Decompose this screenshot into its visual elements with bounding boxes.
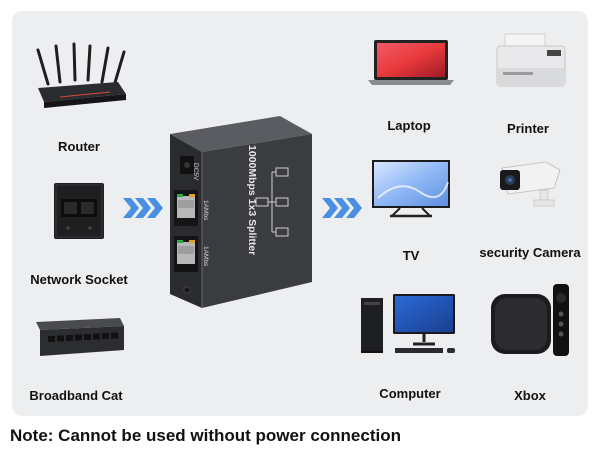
output-label-tv: TV <box>402 248 420 263</box>
port-label-1: 1AMbs <box>202 200 209 221</box>
output-label-xbox: Xbox <box>514 388 546 403</box>
input-label-broadband-cat: Broadband Cat <box>29 388 123 403</box>
footer-note: Note: Cannot be used without power conne… <box>10 426 401 445</box>
input-label-network-socket: Network Socket <box>30 272 128 287</box>
splitter-device <box>170 116 312 308</box>
input-label-router: Router <box>58 139 100 154</box>
output-label-laptop: Laptop <box>387 118 431 133</box>
port-label-dc: DC5V <box>192 163 199 181</box>
printer-icon <box>496 33 566 87</box>
tv-icon <box>372 160 450 218</box>
router-icon <box>36 42 126 108</box>
output-label-security-camera: security Camera <box>479 245 581 260</box>
security-camera-icon <box>500 161 561 207</box>
computer-icon <box>361 294 455 353</box>
splitter-product-name: 1000Mbps 1x3 Splitter <box>246 145 258 256</box>
laptop-icon <box>368 40 454 85</box>
network-socket-icon <box>54 183 104 239</box>
output-label-printer: Printer <box>507 121 549 136</box>
xbox-icon <box>491 284 569 356</box>
switch-icon <box>36 318 124 356</box>
output-label-computer: Computer <box>379 386 441 401</box>
input-arrows-icon <box>123 198 163 218</box>
output-arrows-icon <box>322 198 362 218</box>
port-label-2: 1AMbs <box>202 246 209 267</box>
